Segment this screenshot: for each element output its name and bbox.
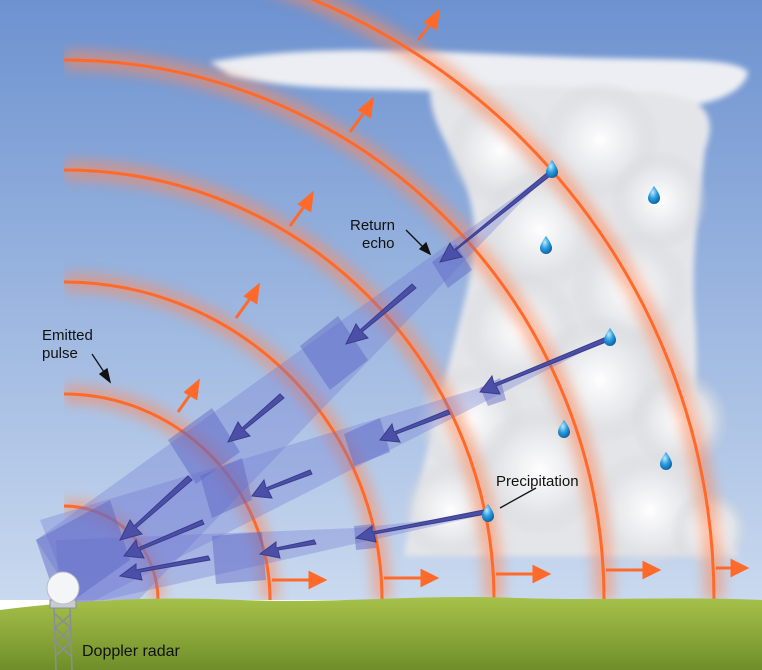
echo-beam-top bbox=[36, 170, 552, 640]
up-right-arrow-icon bbox=[348, 96, 374, 133]
doppler-radar-tower bbox=[46, 571, 80, 670]
up-right-arrow-icon bbox=[176, 378, 200, 413]
raindrop-icon bbox=[482, 504, 494, 522]
return-echo-label: Return bbox=[350, 217, 395, 234]
wavefront-6 bbox=[309, 0, 716, 600]
right-arrow-icon bbox=[606, 560, 662, 580]
emitted-pulse-label: Emitted bbox=[42, 327, 93, 344]
leader-lines bbox=[91, 229, 537, 509]
outward-arrows bbox=[176, 8, 750, 590]
return-echo-label-line2: echo bbox=[362, 235, 395, 252]
raindrop-icon bbox=[660, 452, 672, 470]
up-right-arrow-icon bbox=[416, 8, 440, 41]
echo-arrow-icon bbox=[258, 539, 317, 559]
wavefront-5 bbox=[64, 58, 606, 600]
pulse-wavefronts bbox=[64, 0, 724, 600]
precipitation-label: Precipitation bbox=[496, 473, 579, 490]
raindrop-icon bbox=[558, 420, 570, 438]
raindrop-icon bbox=[604, 328, 616, 346]
raindrop-icon bbox=[546, 160, 558, 178]
echo-arrow-icon bbox=[479, 337, 607, 395]
wavefront-4 bbox=[64, 168, 496, 600]
raindrop-icon bbox=[648, 186, 660, 204]
up-right-arrow-icon bbox=[234, 282, 260, 319]
echo-arrows bbox=[118, 171, 607, 581]
echo-arrow-icon bbox=[227, 393, 285, 443]
wavefront-3 bbox=[64, 280, 384, 600]
right-arrow-icon bbox=[716, 558, 750, 578]
echo-arrow-icon bbox=[354, 509, 487, 543]
echo-arrow-icon bbox=[119, 475, 193, 541]
emitted-pulse-label-line2: pulse bbox=[42, 345, 78, 362]
raindrop-icon bbox=[540, 236, 552, 254]
echo-arrow-icon bbox=[118, 555, 211, 581]
right-arrow-icon bbox=[272, 570, 328, 590]
echo-arrow-icon bbox=[123, 519, 205, 559]
up-right-arrow-icon bbox=[288, 190, 314, 227]
echo-beam-middle bbox=[40, 338, 610, 610]
echo-arrow-icon bbox=[345, 283, 417, 345]
right-arrow-icon bbox=[384, 568, 440, 588]
radar-dome-icon bbox=[46, 571, 80, 605]
echo-arrow-icon bbox=[251, 469, 313, 499]
echo-arrow-icon bbox=[439, 171, 551, 263]
echo-arrow-icon bbox=[379, 409, 451, 443]
right-arrow-icon bbox=[496, 564, 552, 584]
doppler-radar-label: Doppler radar bbox=[82, 643, 181, 660]
ground bbox=[0, 597, 762, 670]
raindrops bbox=[482, 160, 672, 522]
